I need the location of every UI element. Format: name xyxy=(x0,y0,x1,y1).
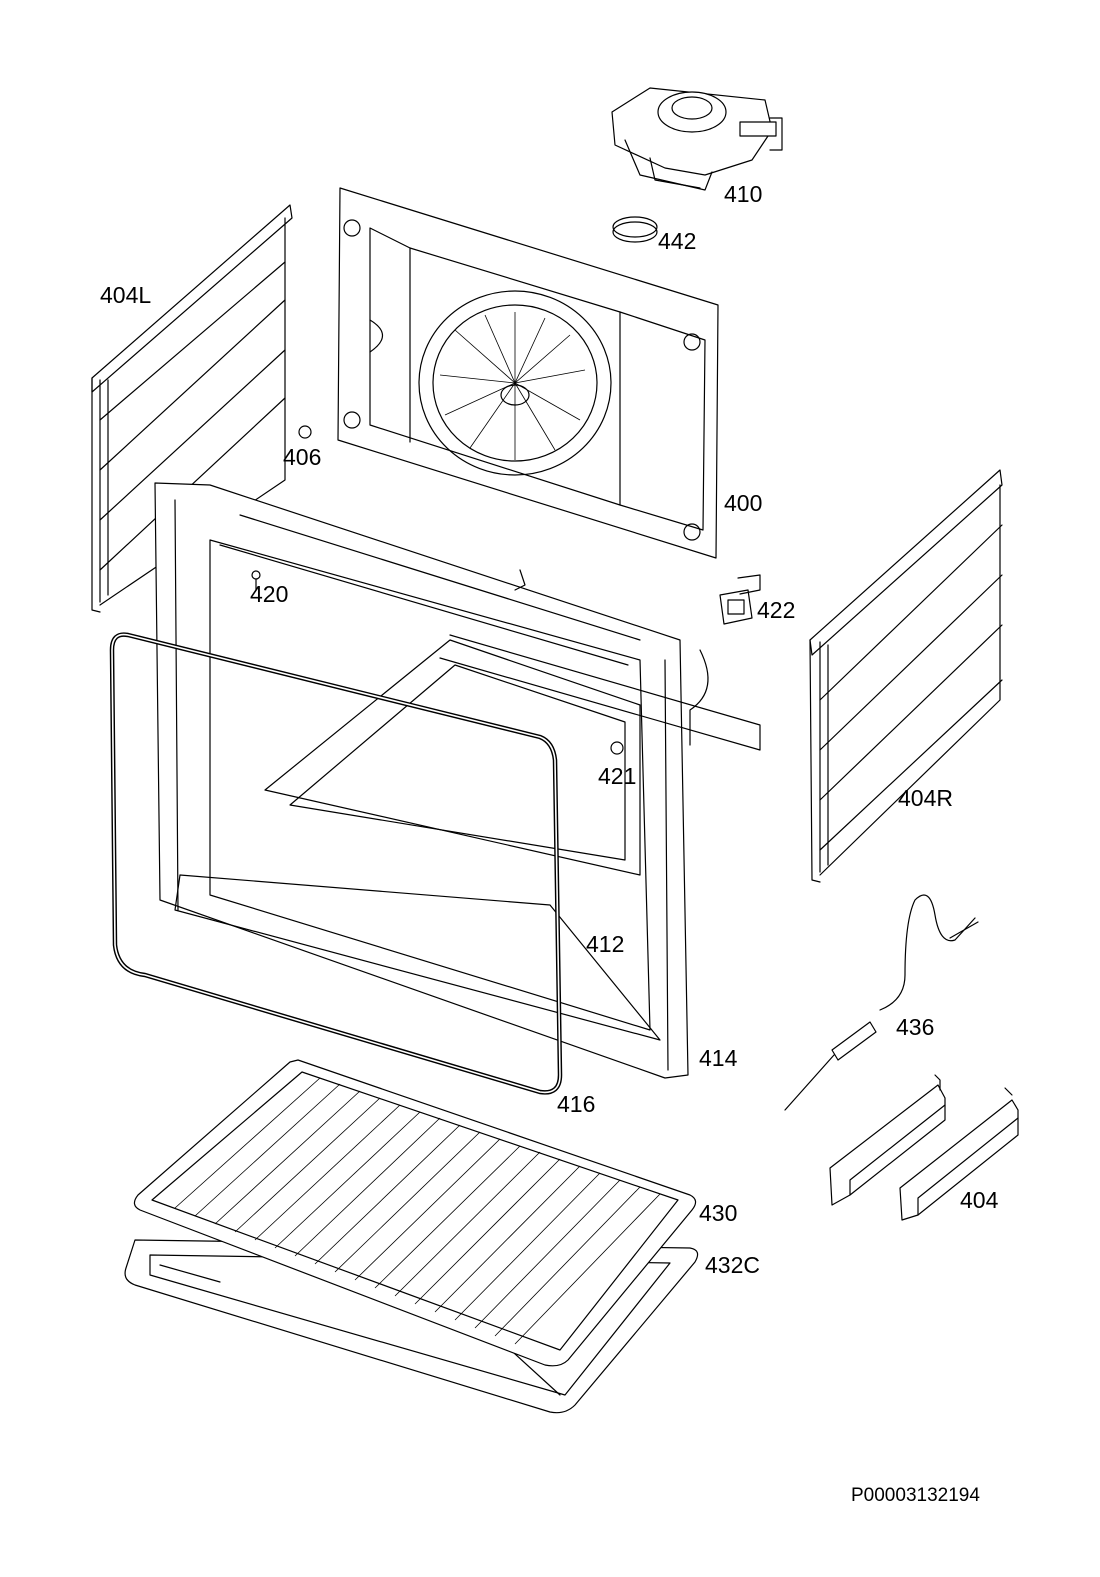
label-404: 404 xyxy=(960,1187,999,1213)
label-416: 416 xyxy=(557,1091,596,1117)
part-400-rear-panel xyxy=(337,187,719,559)
label-404L: 404L xyxy=(100,282,152,308)
label-436: 436 xyxy=(896,1014,935,1040)
label-404R: 404R xyxy=(898,785,953,811)
part-421-screw xyxy=(610,741,624,755)
part-404R-shelf-support-right xyxy=(809,469,1003,883)
label-442: 442 xyxy=(658,228,697,254)
part-404-telescopic-runners xyxy=(829,1074,1019,1221)
part-410-fan-motor xyxy=(611,87,783,191)
part-414-cavity-frame xyxy=(154,482,761,1079)
part-422-lamp-holder xyxy=(719,574,761,625)
part-442-cap xyxy=(612,216,658,243)
document-id: P00003132194 xyxy=(851,1485,980,1506)
label-420: 420 xyxy=(250,581,289,607)
label-410: 410 xyxy=(724,181,763,207)
label-412: 412 xyxy=(586,931,625,957)
part-430-wire-grid xyxy=(133,1059,697,1367)
label-432C: 432C xyxy=(705,1252,760,1278)
label-414: 414 xyxy=(699,1045,738,1071)
part-406-screw xyxy=(298,425,312,439)
part-420-screw xyxy=(251,570,261,591)
part-416-door-seal xyxy=(109,632,563,1095)
label-421: 421 xyxy=(598,763,637,789)
label-430: 430 xyxy=(699,1200,738,1226)
label-422: 422 xyxy=(757,597,796,623)
label-406: 406 xyxy=(283,444,322,470)
label-400: 400 xyxy=(724,490,763,516)
part-436-meat-probe xyxy=(784,894,979,1111)
